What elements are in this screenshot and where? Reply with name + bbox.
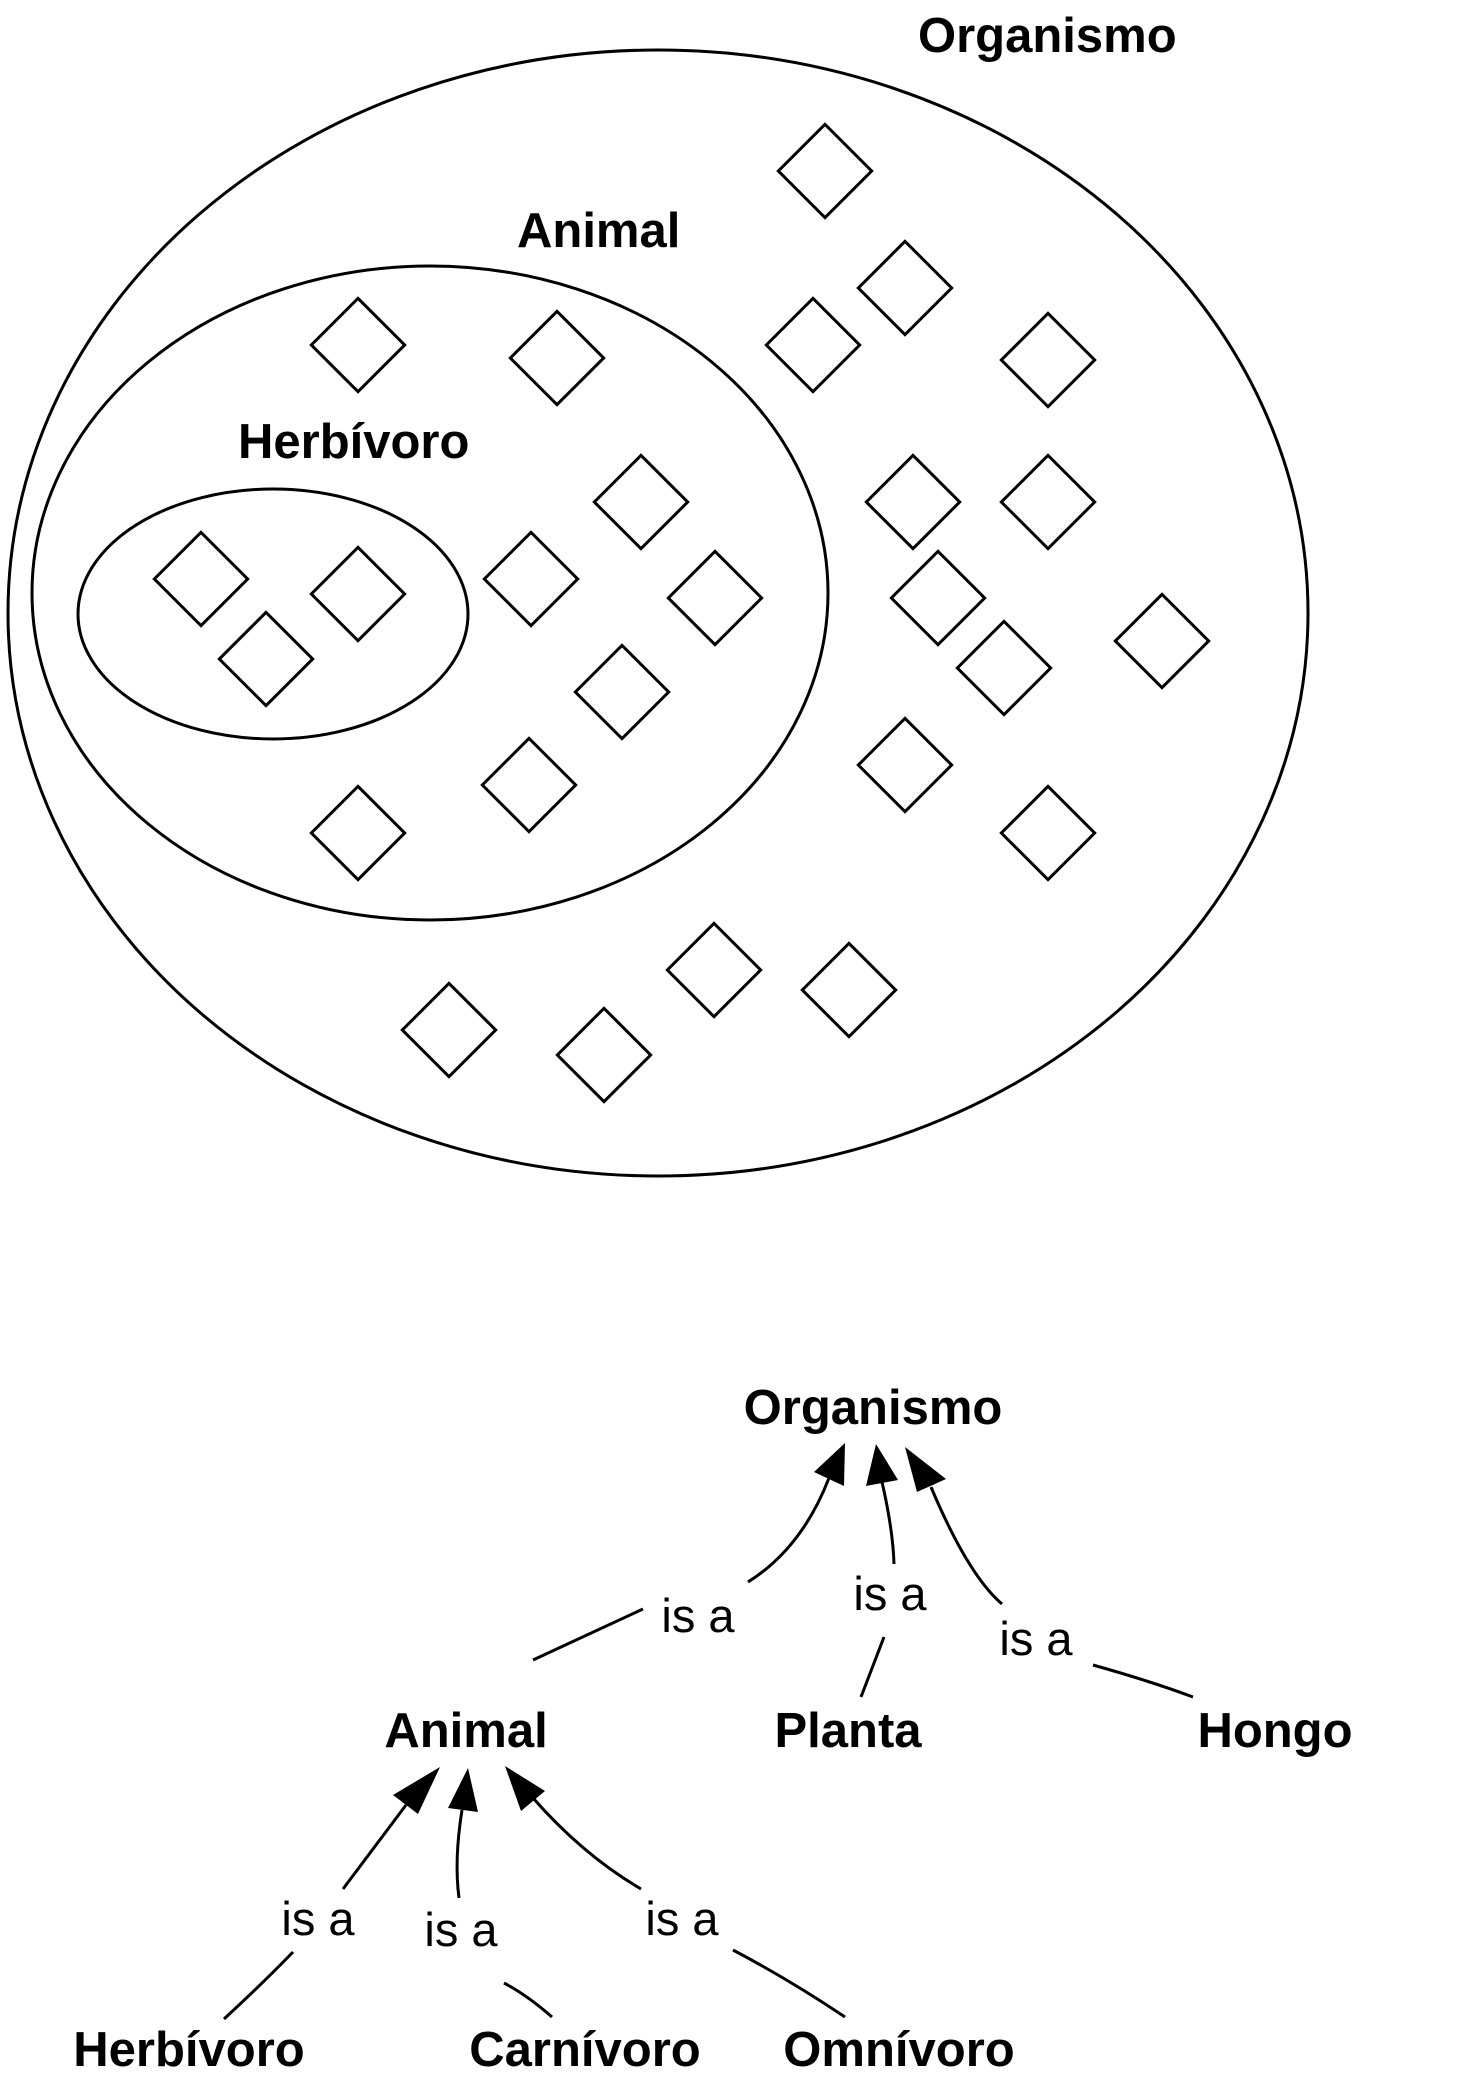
member-diamond bbox=[999, 453, 1097, 551]
set-herbivoro-ellipse bbox=[76, 487, 470, 741]
member-diamond bbox=[309, 545, 407, 643]
member-diamond bbox=[999, 311, 1097, 409]
edge-omnivoro-animal: is a bbox=[505, 1766, 846, 2019]
edge-line bbox=[1092, 1663, 1194, 1699]
edge-line bbox=[531, 1797, 642, 1891]
edge-line bbox=[532, 1607, 644, 1662]
member-diamond bbox=[864, 453, 962, 551]
venn-diagram: Organismo Animal Herbívoro bbox=[6, 9, 1310, 1178]
edge-line bbox=[880, 1481, 896, 1565]
edge-animal-organismo: is a bbox=[532, 1443, 845, 1662]
member-diamond bbox=[666, 549, 764, 647]
member-diamond bbox=[480, 736, 578, 834]
is-a-tree: Organismo Animal Planta Hongo Herbívoro … bbox=[73, 1381, 1352, 2075]
edge-planta-organismo: is a bbox=[853, 1444, 927, 1698]
member-diamond bbox=[573, 643, 671, 741]
organismo-members bbox=[400, 122, 1211, 1104]
member-diamond bbox=[508, 309, 606, 407]
arrowhead bbox=[905, 1447, 946, 1492]
edge-line bbox=[341, 1804, 408, 1890]
member-diamond bbox=[889, 549, 987, 647]
member-diamond bbox=[217, 610, 315, 708]
node-hongo: Hongo bbox=[1197, 1704, 1352, 1758]
edge-label: is a bbox=[661, 1589, 735, 1642]
edge-hongo-organismo: is a bbox=[905, 1447, 1194, 1699]
edge-herbivoro-animal: is a bbox=[222, 1767, 440, 2021]
member-diamond bbox=[152, 530, 250, 628]
arrowhead bbox=[448, 1768, 478, 1812]
set-label-organismo: Organismo bbox=[918, 9, 1177, 63]
arrowhead bbox=[505, 1766, 545, 1811]
edge-label: is a bbox=[645, 1892, 719, 1945]
member-diamond bbox=[482, 530, 580, 628]
edge-line bbox=[503, 1981, 553, 2019]
edge-label: is a bbox=[281, 1892, 355, 1945]
member-diamond bbox=[309, 784, 407, 882]
node-organismo: Organismo bbox=[744, 1381, 1003, 1435]
set-animal-ellipse bbox=[30, 264, 830, 922]
edge-line bbox=[455, 1809, 464, 1899]
edge-label: is a bbox=[853, 1567, 927, 1620]
node-planta: Planta bbox=[774, 1704, 922, 1758]
node-omnivoro: Omnívoro bbox=[783, 2023, 1014, 2075]
member-diamond bbox=[856, 239, 954, 337]
member-diamond bbox=[955, 619, 1053, 717]
member-diamond bbox=[999, 784, 1097, 882]
member-diamond bbox=[592, 453, 690, 551]
edge-label: is a bbox=[424, 1903, 498, 1956]
member-diamond bbox=[764, 296, 862, 394]
arrowhead bbox=[393, 1767, 440, 1814]
set-organismo-ellipse bbox=[6, 48, 1310, 1178]
member-diamond bbox=[665, 921, 763, 1019]
edge-label: is a bbox=[999, 1612, 1073, 1665]
member-diamond bbox=[309, 296, 407, 394]
arrowhead bbox=[814, 1443, 845, 1486]
node-animal: Animal bbox=[384, 1704, 547, 1758]
member-diamond bbox=[856, 716, 954, 814]
member-diamond bbox=[555, 1006, 653, 1104]
animal-members bbox=[309, 296, 764, 882]
edge-line bbox=[732, 1948, 846, 2019]
arrowhead bbox=[866, 1444, 898, 1486]
edge-carnivoro-animal: is a bbox=[424, 1768, 553, 2019]
edge-line bbox=[859, 1636, 886, 1698]
member-diamond bbox=[776, 122, 874, 220]
edge-line bbox=[222, 1950, 295, 2021]
member-diamond bbox=[800, 941, 898, 1039]
edge-line bbox=[929, 1486, 1003, 1606]
node-carnivoro: Carnívoro bbox=[469, 2023, 700, 2075]
edge-line bbox=[747, 1477, 831, 1584]
member-diamond bbox=[400, 981, 498, 1079]
node-herbivoro: Herbívoro bbox=[73, 2023, 304, 2075]
member-diamond bbox=[1113, 592, 1211, 690]
herbivoro-members bbox=[152, 530, 407, 708]
set-label-animal: Animal bbox=[517, 204, 680, 258]
set-label-herbivoro: Herbívoro bbox=[238, 415, 469, 469]
